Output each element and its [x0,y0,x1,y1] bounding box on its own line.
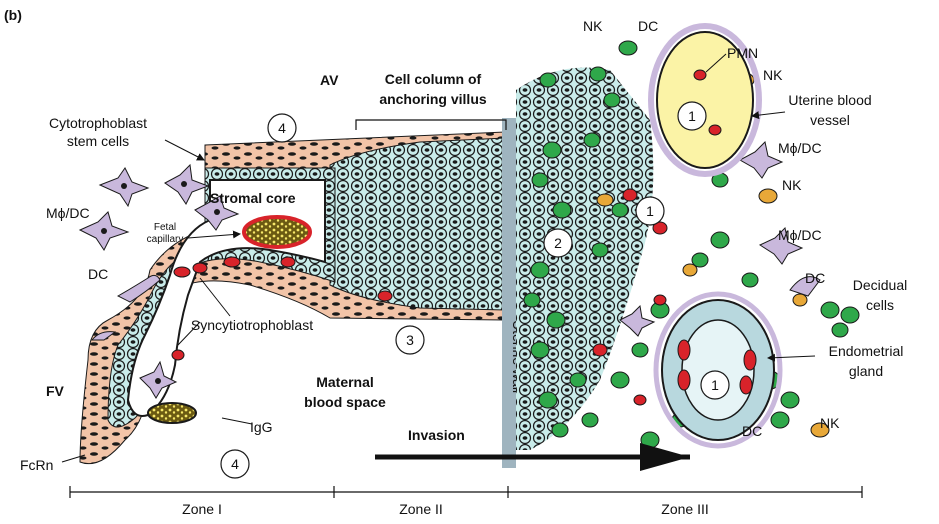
mphi-dc-right2-label: Mϕ/DC [778,227,822,243]
decidual-label-2: cells [866,297,894,313]
marker-4-bottom: 4 [231,456,239,472]
zone-2-label: Zone II [399,501,443,517]
endometrial-arrow [768,356,815,358]
igg-label: IgG [250,419,273,435]
cytotrophoblast-arrow [165,140,204,160]
maternal-label-2: blood space [304,394,386,410]
cell-column-label-2: anchoring villus [379,91,487,107]
av-label: AV [320,72,339,88]
marker-2: 2 [554,235,562,251]
nk-top-label: NK [583,18,603,34]
dc-bottom-label: DC [742,423,762,439]
maternal-label-1: Maternal [316,374,374,390]
cell-column [330,138,505,310]
invasion-arrowhead [640,443,690,471]
cytotrophoblast-label-2: stem cells [67,133,129,149]
fv-label: FV [46,383,65,399]
uterine-vessel-label-1: Uterine blood [788,92,871,108]
nk-upper-right-label: NK [763,67,783,83]
nk-mid-right-label: NK [782,177,802,193]
fetal-capillary-label-1: Fetal [154,222,176,233]
fetal-capillary [244,217,310,247]
marker-4-top: 4 [278,120,286,136]
decidual-label-1: Decidual [853,277,907,293]
uterine-vessel-label-2: vessel [810,112,850,128]
zone-axis [70,486,862,498]
dc-left-label: DC [88,266,108,282]
marker-1-vessel: 1 [688,108,696,124]
dc-top-label: DC [638,18,658,34]
fv-capillary [148,403,196,423]
zone-3-label: Zone III [661,501,708,517]
cell-column-bracket [356,120,506,130]
stromal-core-label: Stromal core [210,190,296,206]
endometrial-label-2: gland [849,363,883,379]
cell-column-label-1: Cell column of [385,71,482,87]
uterine-wall-bar [502,118,516,468]
marker-1-gland: 1 [711,377,719,393]
pmn-label: PMN [727,45,758,61]
syncytio-pointer-1 [200,278,230,316]
invasion-label: Invasion [408,427,465,443]
panel-letter: (b) [4,7,22,23]
dc-right-label: DC [805,270,825,286]
syncytiotrophoblast-label: Syncytiotrophoblast [191,317,313,333]
endometrial-label-1: Endometrial [829,343,904,359]
marker-1-mid: 1 [646,203,654,219]
igg-pointer [222,418,252,424]
nk-bottom-label: NK [820,415,840,431]
marker-3: 3 [406,332,414,348]
mphi-dc-right1-label: Mϕ/DC [778,140,822,156]
zone-1-label: Zone I [182,501,222,517]
fcrn-label: FcRn [20,457,53,473]
mphi-dc-left-label: Mϕ/DC [46,205,90,221]
cytotrophoblast-label-1: Cytotrophoblast [49,115,147,131]
fetal-capillary-label-2: capillary [147,234,184,245]
